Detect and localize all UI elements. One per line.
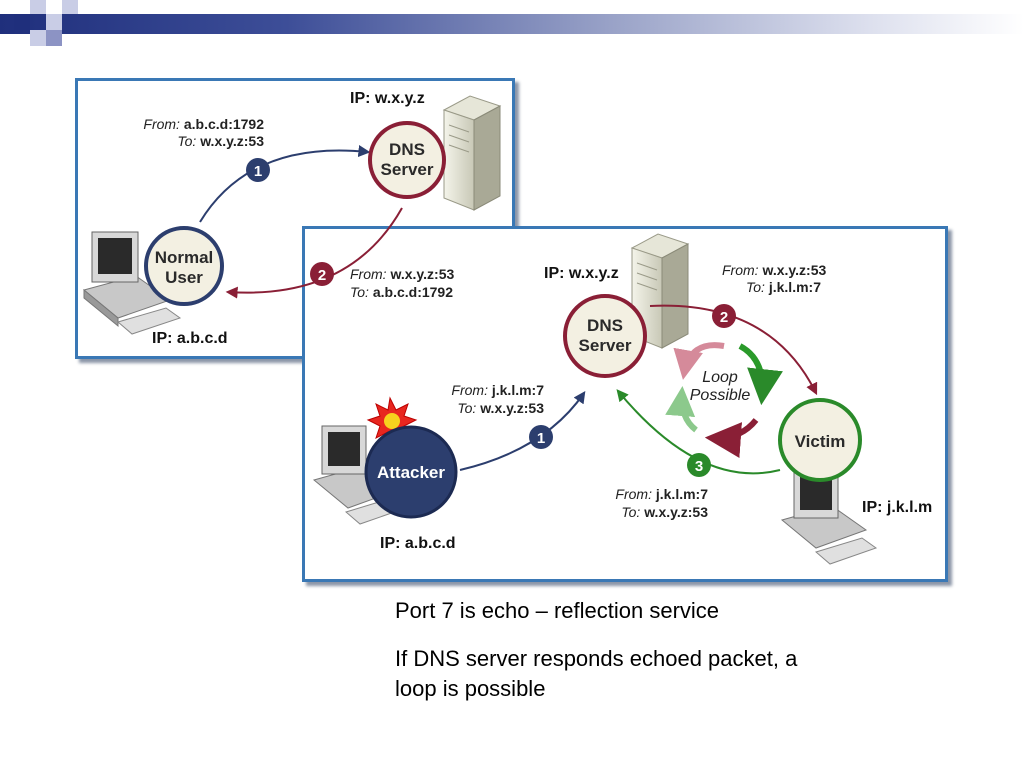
victim-label: Victim bbox=[795, 432, 846, 451]
loop-arrow-pink bbox=[673, 342, 725, 380]
step-2-number: 2 bbox=[318, 267, 326, 284]
step-2-from: From: w.x.y.z:53 bbox=[722, 262, 826, 278]
step-3-to: To: w.x.y.z:53 bbox=[621, 504, 708, 520]
decor-square bbox=[14, 14, 30, 30]
dns-label-2: Server bbox=[579, 336, 632, 355]
decor-square bbox=[46, 30, 62, 46]
victim-computer-icon bbox=[780, 469, 878, 565]
victim-node bbox=[778, 398, 862, 482]
step-1-number: 1 bbox=[537, 430, 545, 447]
attacker-label: Attacker bbox=[377, 463, 445, 482]
loop-arrow-light-green bbox=[665, 386, 698, 433]
step-1-number: 1 bbox=[254, 163, 262, 180]
dns-server-node bbox=[368, 121, 446, 199]
step-1-to: To: w.x.y.z:53 bbox=[457, 400, 544, 416]
user-ip-label: IP: a.b.c.d bbox=[152, 330, 228, 347]
step-2-to: To: a.b.c.d:1792 bbox=[350, 284, 453, 300]
decor-square bbox=[30, 30, 46, 46]
step-2-to: To: j.k.l.m:7 bbox=[746, 279, 821, 295]
step-3-badge bbox=[687, 453, 711, 477]
step-1-to: To: w.x.y.z:53 bbox=[177, 133, 264, 149]
step-2-badge bbox=[310, 262, 334, 286]
caption-line-2: If DNS server responds echoed packet, a … bbox=[395, 646, 798, 701]
loop-arrow-maroon bbox=[704, 418, 759, 458]
user-label-1: Normal bbox=[155, 248, 214, 267]
step-1-from: From: j.k.l.m:7 bbox=[451, 382, 544, 398]
step-1-from: From: a.b.c.d:1792 bbox=[143, 116, 264, 132]
step-3-number: 3 bbox=[695, 458, 703, 475]
step-2-from: From: w.x.y.z:53 bbox=[350, 266, 454, 282]
server-tower-icon bbox=[442, 95, 502, 211]
step-1-badge bbox=[246, 158, 270, 182]
victim-ip-label: IP: j.k.l.m bbox=[862, 499, 932, 516]
dns-ip-label: IP: w.x.y.z bbox=[350, 90, 425, 107]
dns-label-1: DNS bbox=[389, 140, 425, 159]
loop-arrow-green bbox=[738, 343, 783, 406]
caption-line-1: Port 7 is echo – reflection service bbox=[395, 598, 720, 623]
dns-server-node bbox=[563, 294, 647, 378]
dns-ip-label: IP: w.x.y.z bbox=[544, 265, 619, 282]
computer-icon bbox=[82, 231, 182, 335]
loop-label-2: Possible bbox=[690, 387, 751, 404]
user-label-2: User bbox=[165, 268, 203, 287]
step-1-badge bbox=[529, 425, 553, 449]
decor-square bbox=[30, 0, 46, 14]
title-bar-gradient bbox=[0, 14, 1024, 34]
step-3-from: From: j.k.l.m:7 bbox=[615, 486, 708, 502]
attacker-ip-label: IP: a.b.c.d bbox=[380, 535, 456, 552]
normal-user-node bbox=[144, 226, 224, 306]
dns-label-2: Server bbox=[381, 160, 434, 179]
decor-square bbox=[62, 0, 78, 14]
reflected-response-arrow bbox=[649, 304, 818, 396]
decor-square bbox=[46, 14, 62, 30]
loop-label-1: Loop bbox=[702, 369, 738, 386]
step-2-badge bbox=[712, 304, 736, 328]
dns-label-1: DNS bbox=[587, 316, 623, 335]
request-arrow bbox=[199, 145, 371, 223]
step-2-number: 2 bbox=[720, 309, 728, 326]
attacker-node bbox=[364, 425, 458, 519]
